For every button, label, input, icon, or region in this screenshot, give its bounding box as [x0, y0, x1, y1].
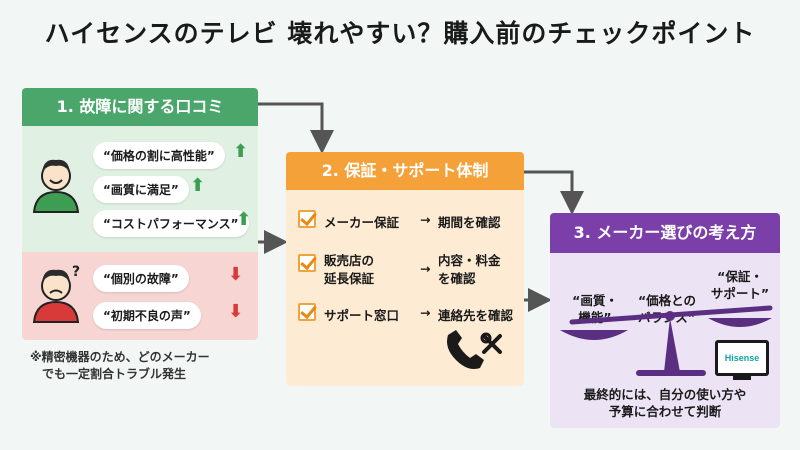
arrow-down-icon: ⬇ — [228, 301, 244, 322]
arrow-up-icon: ⬆ — [233, 141, 249, 162]
item-store-extended-warranty: 販売店の 延長保証 — [324, 253, 375, 286]
checkbox-icon — [298, 303, 316, 321]
checkbox-icon — [298, 210, 316, 228]
tv-icon: Hisense — [715, 340, 769, 376]
worried-person-icon: ? — [32, 264, 80, 323]
panel-2 — [286, 152, 524, 386]
page-title: ハイセンスのテレビ 壊れやすい？購入前のチェックポイント — [44, 19, 756, 48]
panel-3-heading: 3. メーカー選びの考え方 — [550, 213, 780, 253]
result-check-content-fee: 内容・料金 を確認 — [438, 253, 501, 286]
review-bubble-cost-performance: “コストパフォーマンス” — [93, 210, 249, 237]
arrow-right-icon: → — [420, 212, 431, 227]
tv-brand-logo: Hisense — [724, 353, 760, 363]
arrow-right-icon: → — [420, 261, 431, 276]
result-check-period: 期間を確認 — [438, 215, 501, 230]
arrow-1-to-2-top — [258, 102, 334, 154]
footnote: ※精密機器のため、どのメーカー でも一定割合トラブル発生 — [30, 350, 210, 381]
review-bubble-picture-quality: “画質に満足” — [93, 176, 189, 203]
label-warranty-support: “保証・ サポート” — [710, 269, 770, 301]
happy-person-icon — [32, 159, 80, 213]
svg-text:?: ? — [72, 264, 80, 280]
arrow-2-to-3-top — [524, 170, 584, 215]
arrow-down-icon: ⬇ — [228, 264, 244, 285]
checkbox-icon — [298, 254, 316, 272]
item-manufacturer-warranty: メーカー保証 — [324, 215, 400, 230]
review-bubble-initial-defect: “初期不良の声” — [93, 302, 201, 329]
review-bubble-individual-failure: “個別の故障” — [93, 265, 189, 292]
arrow-right-icon: → — [420, 305, 431, 320]
review-bubble-high-performance: “価格の割に高性能” — [93, 142, 225, 169]
result-check-contact: 連絡先を確認 — [438, 308, 514, 323]
arrow-up-icon: ⬆ — [236, 209, 252, 230]
conclusion-text: 最終的には、自分の使い方や 予算に合わせて判断 — [583, 387, 747, 419]
tv-stand — [733, 376, 751, 380]
item-support-desk: サポート窓口 — [324, 308, 400, 323]
panel-2-heading: 2. 保証・サポート体制 — [286, 152, 524, 190]
panel-1-heading: 1. 故障に関する口コミ — [22, 88, 258, 126]
arrow-up-icon: ⬆ — [190, 175, 206, 196]
